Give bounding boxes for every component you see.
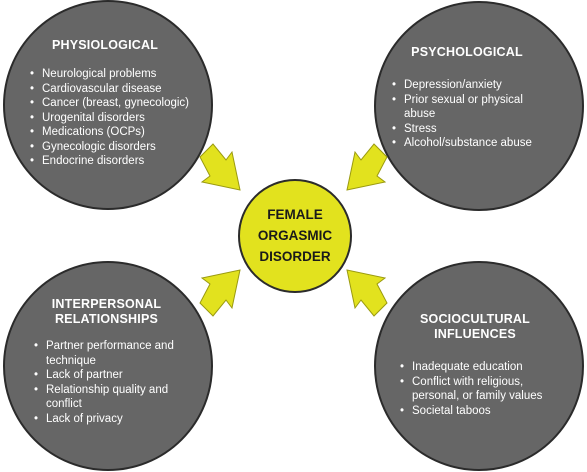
center-circle (238, 179, 352, 293)
list-item: Neurological problems (30, 67, 220, 82)
list-item: Inadequate education (400, 360, 552, 375)
list-item: Relationship quality and conflict (34, 383, 194, 412)
physiological-title: PHYSIOLOGICAL (51, 38, 159, 52)
sociocultural-title: SOCIOCULTURAL INFLUENCES (420, 312, 530, 341)
list-item: Societal taboos (400, 404, 552, 419)
arrow-sociocultural (346, 269, 388, 317)
list-item: Lack of privacy (34, 412, 194, 427)
psychological-list: Depression/anxietyPrior sexual or physic… (392, 78, 547, 151)
list-item: Prior sexual or physical abuse (392, 93, 547, 122)
sociocultural-list: Inadequate educationConflict with religi… (400, 360, 552, 418)
sociocultural-block: SOCIOCULTURAL INFLUENCES Inadequate educ… (400, 312, 560, 418)
list-item: Lack of partner (34, 368, 194, 383)
psychological-title: PSYCHOLOGICAL (411, 45, 523, 59)
center-label: FEMALE ORGASMIC DISORDER (257, 206, 333, 264)
physiological-block: PHYSIOLOGICAL Neurological problemsCardi… (30, 38, 220, 169)
arrow-psychological (346, 143, 388, 191)
list-item: Medications (OCPs) (30, 125, 220, 140)
list-item: Cancer (breast, gynecologic) (30, 96, 220, 111)
list-item: Endocrine disorders (30, 154, 220, 169)
interpersonal-title: INTERPERSONAL RELATIONSHIPS (51, 297, 162, 326)
list-item: Depression/anxiety (392, 78, 547, 93)
list-item: Gynecologic disorders (30, 140, 220, 155)
list-item: Alcohol/substance abuse (392, 136, 547, 151)
list-item: Stress (392, 122, 547, 137)
interpersonal-block: INTERPERSONAL RELATIONSHIPS Partner perf… (34, 297, 194, 426)
list-item: Urogenital disorders (30, 111, 220, 126)
physiological-list: Neurological problemsCardiovascular dise… (30, 67, 220, 169)
interpersonal-list: Partner performance and techniqueLack of… (34, 339, 194, 426)
list-item: Cardiovascular disease (30, 82, 220, 97)
list-item: Partner performance and technique (34, 339, 194, 368)
arrow-interpersonal (199, 269, 241, 317)
psychological-block: PSYCHOLOGICAL Depression/anxietyPrior se… (392, 45, 562, 151)
list-item: Conflict with religious, personal, or fa… (400, 375, 552, 404)
